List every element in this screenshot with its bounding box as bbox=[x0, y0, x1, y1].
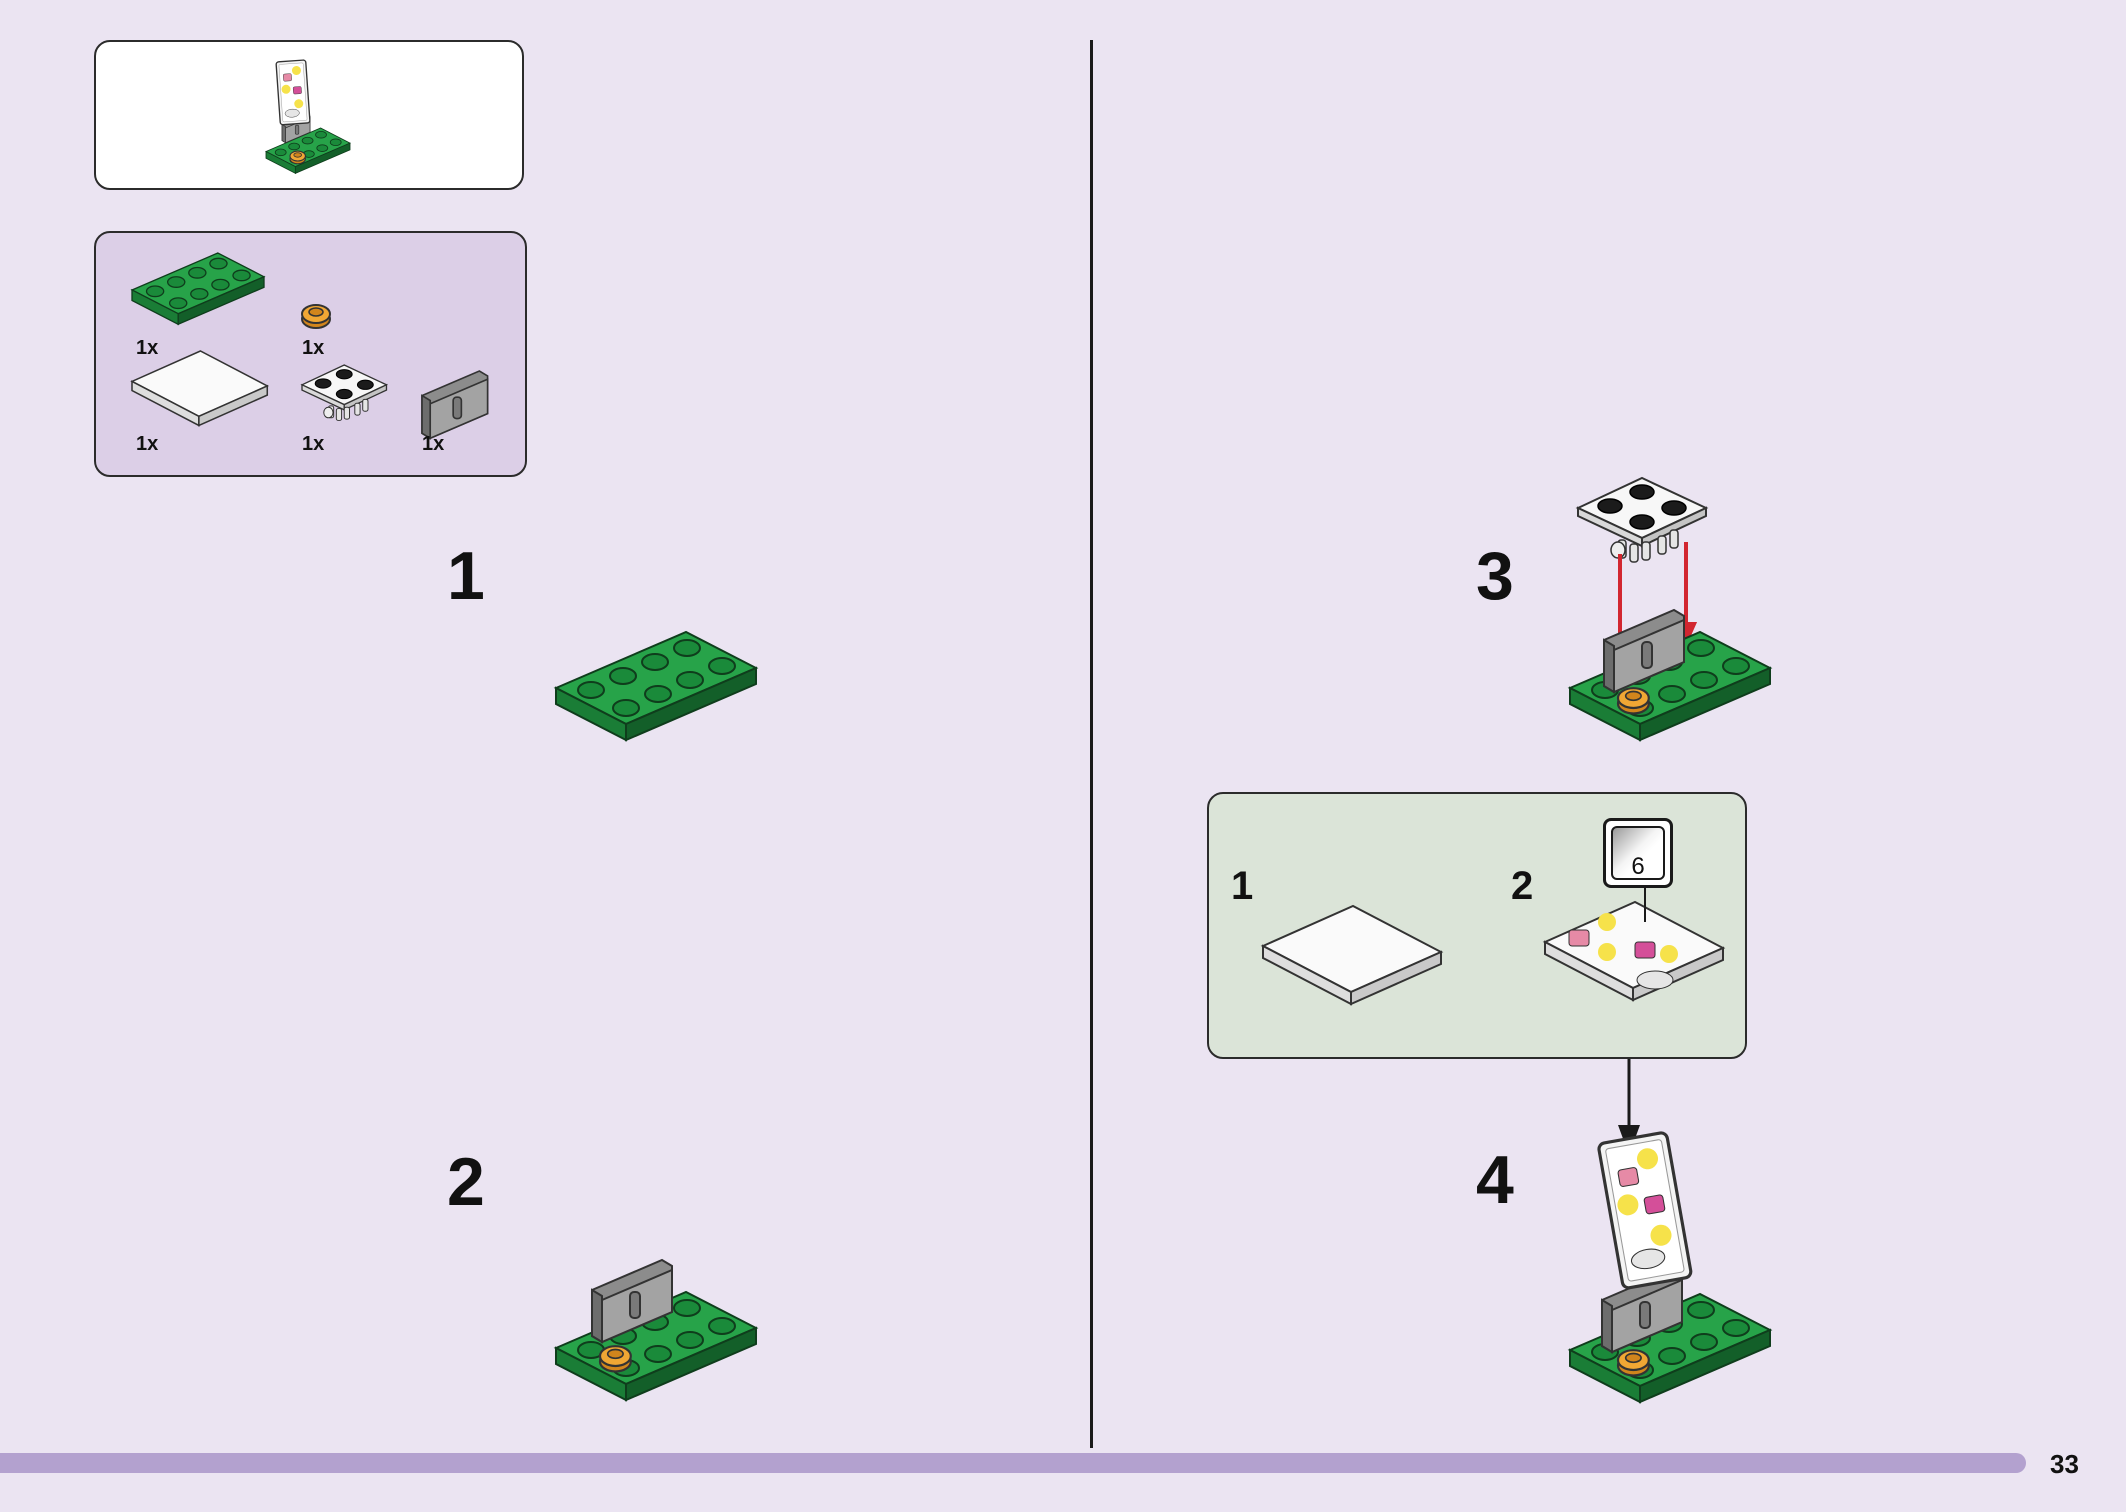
step-number: 1 bbox=[447, 538, 485, 614]
page-footer-bar bbox=[0, 1453, 2026, 1473]
step-2-illustration bbox=[555, 1259, 757, 1401]
part-green-plate-icon bbox=[131, 252, 265, 325]
final-model-illustration bbox=[265, 59, 351, 174]
sticker-callout: 6 bbox=[1603, 818, 1673, 888]
step-number: 2 bbox=[447, 1144, 485, 1220]
parts-list-panel: 1x 1x 1x 1x 1x bbox=[94, 231, 527, 477]
part-white-tile-icon bbox=[131, 350, 269, 427]
part-qty: 1x bbox=[136, 337, 159, 359]
part-qty: 1x bbox=[136, 433, 159, 455]
sticker-icon bbox=[1611, 826, 1665, 880]
page-number: 33 bbox=[2050, 1449, 2079, 1479]
final-model-preview-panel bbox=[94, 40, 524, 190]
part-qty: 1x bbox=[302, 433, 325, 455]
page-divider bbox=[1090, 40, 1093, 1448]
substep-number: 1 bbox=[1231, 864, 1254, 908]
step-number: 3 bbox=[1476, 538, 1514, 614]
part-gray-bracket-icon bbox=[421, 370, 489, 440]
substep-1-white-tile-icon bbox=[1262, 905, 1442, 1005]
sticker-number: 6 bbox=[1631, 853, 1645, 880]
step-number: 4 bbox=[1476, 1142, 1514, 1218]
step-1-illustration bbox=[555, 631, 757, 741]
part-qty: 1x bbox=[302, 337, 325, 359]
step-3-illustration bbox=[1569, 477, 1771, 741]
substep-number: 2 bbox=[1511, 864, 1534, 908]
substep-2-stickered-tile-icon bbox=[1544, 882, 1724, 1001]
step-4-illustration bbox=[1569, 1130, 1771, 1403]
part-qty: 1x bbox=[422, 433, 445, 455]
